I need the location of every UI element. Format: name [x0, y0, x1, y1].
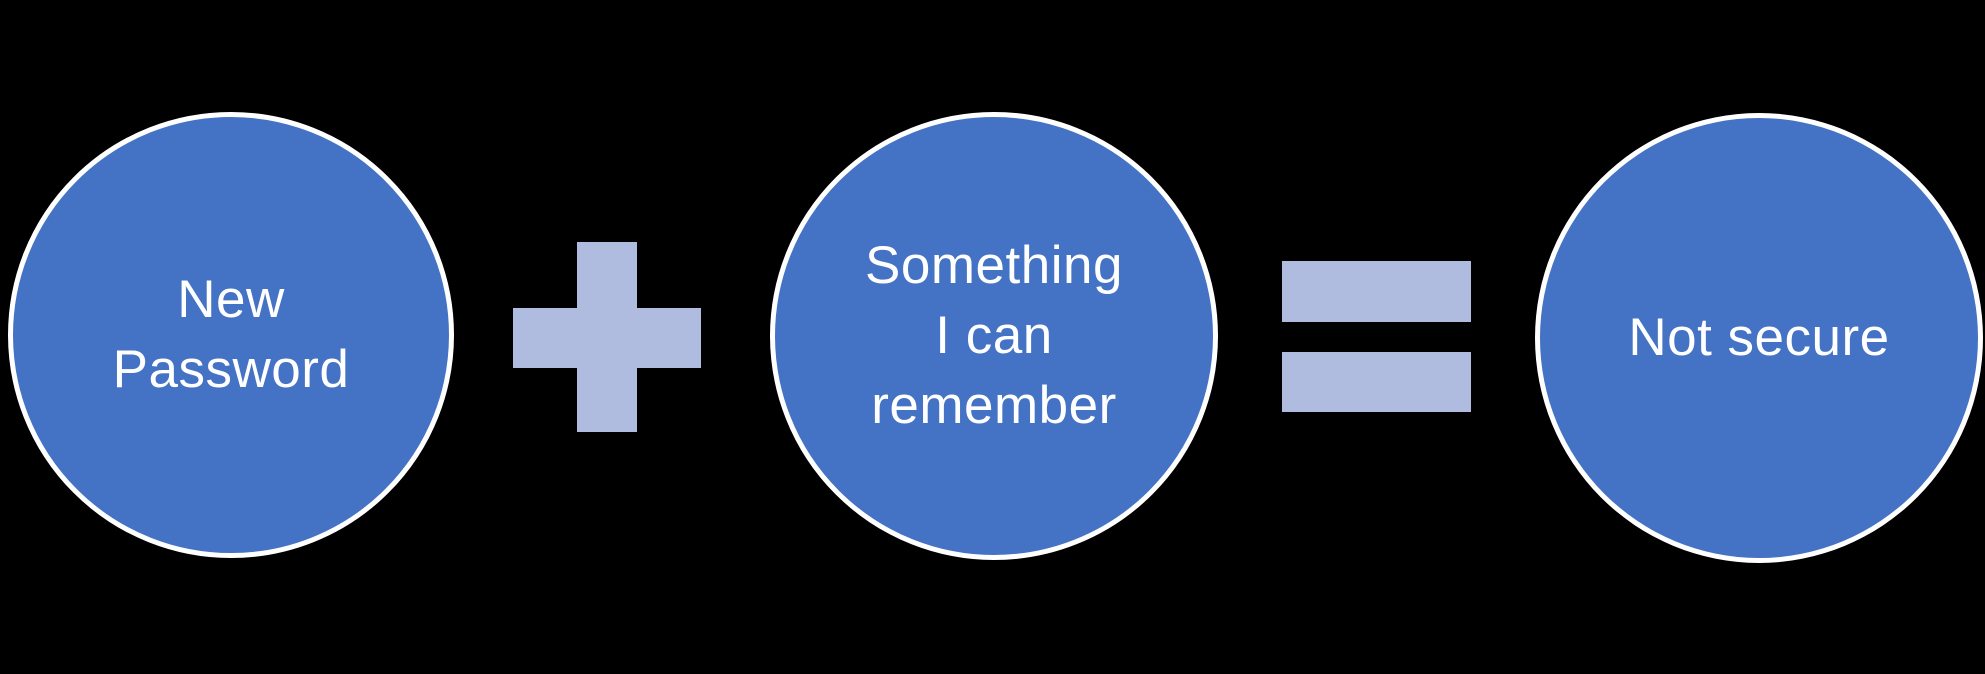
circle-not-secure: Not secure — [1535, 113, 1983, 563]
label-line: Not secure — [1628, 308, 1890, 367]
label-line: remember — [871, 376, 1117, 435]
label-line: Password — [112, 340, 350, 399]
circle-new-password-label: New Password — [113, 265, 350, 405]
circle-not-secure-label: Not secure — [1628, 303, 1889, 373]
equals-operator-icon — [1282, 261, 1471, 412]
equals-top-bar — [1282, 261, 1471, 322]
equals-bottom-bar — [1282, 352, 1471, 412]
label-line: Something — [865, 236, 1123, 295]
plus-horizontal-bar — [513, 308, 701, 368]
circle-something-i-can-remember: Something I can remember — [770, 112, 1218, 560]
circle-new-password: New Password — [8, 112, 454, 558]
label-line: I can — [935, 306, 1053, 365]
plus-operator-icon — [513, 242, 701, 432]
circle-something-label: Something I can remember — [865, 231, 1123, 441]
label-line: New — [177, 270, 285, 329]
